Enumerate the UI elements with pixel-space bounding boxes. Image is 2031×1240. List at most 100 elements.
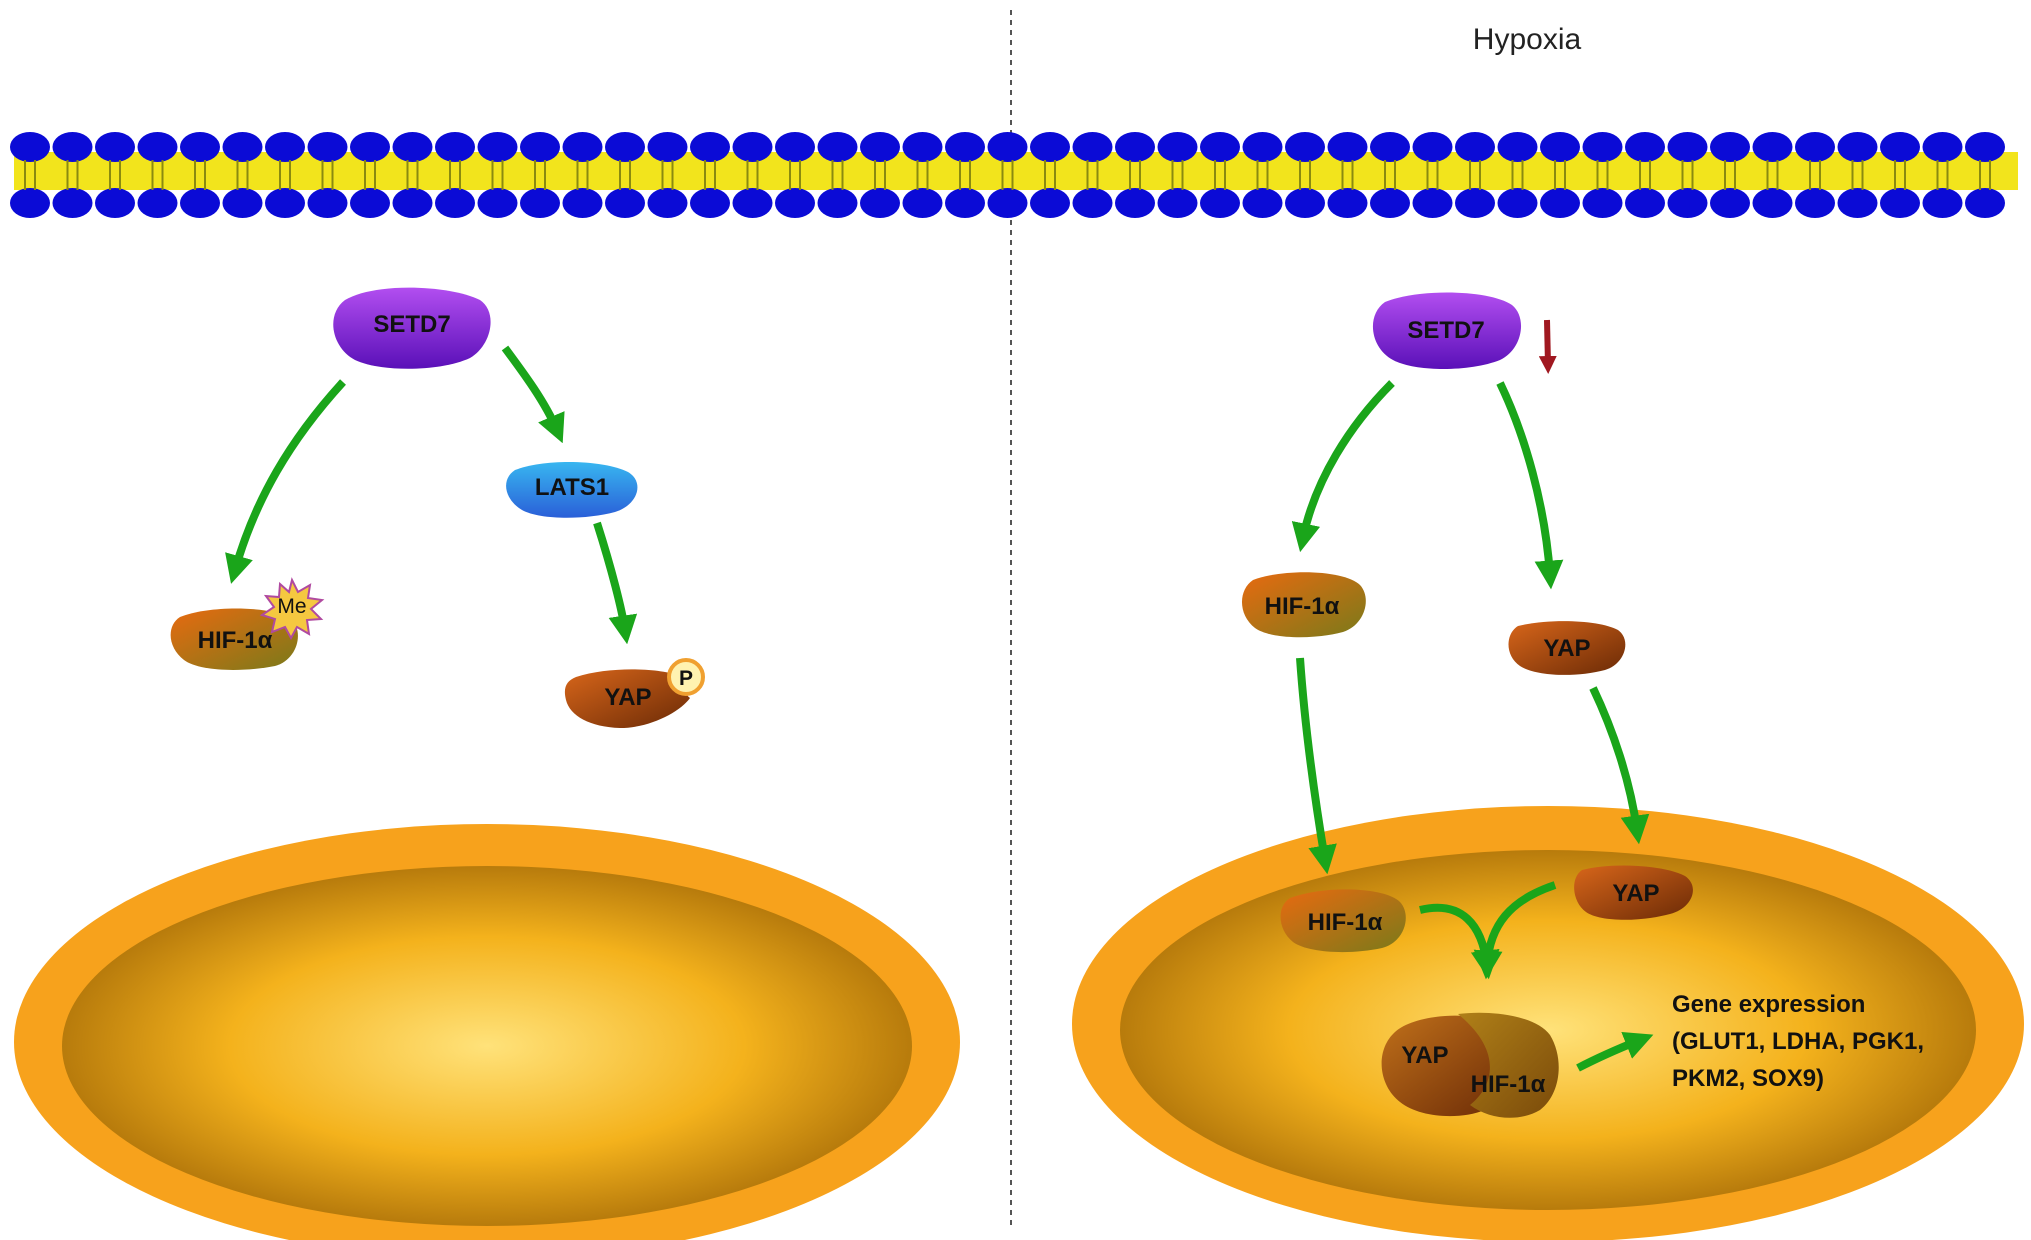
- membrane-lipid-head: [562, 132, 603, 162]
- arrow-lats1-to-yap: [593, 521, 638, 645]
- membrane-lipid-head: [1497, 132, 1538, 162]
- membrane-lipid-head: [1030, 188, 1070, 218]
- membrane-lipid-head: [265, 132, 305, 162]
- membrane-lipid-head: [1157, 132, 1198, 162]
- yap-protein: YAP: [564, 669, 690, 728]
- membrane-lipid-head: [392, 132, 433, 162]
- membrane-lipid-head: [392, 188, 433, 218]
- membrane-lipid-head: [690, 132, 730, 162]
- membrane-lipid-head: [732, 132, 773, 162]
- phosphate-circle-icon: [667, 658, 705, 696]
- membrane-lipid-head: [1922, 132, 1963, 162]
- membrane-lipid-head: [860, 188, 900, 218]
- nuclear-hif1a-label: HIF-1α: [1308, 909, 1383, 936]
- membrane-lipid-head: [1965, 132, 2005, 162]
- nuclear-yap-label: YAP: [1612, 880, 1659, 907]
- phosphorylation-mark: P: [667, 658, 705, 696]
- hypoxia-label: Hypoxia: [1473, 23, 1582, 56]
- hif1a-protein-right: HIF-1α: [1241, 572, 1366, 638]
- membrane-lipid-head: [1242, 132, 1283, 162]
- membrane-lipid-head: [1667, 188, 1708, 218]
- membrane-lipid-head: [817, 188, 858, 218]
- membrane-lipid-head: [307, 188, 348, 218]
- yap-hif1a-complex: YAP HIF-1α: [1381, 1012, 1559, 1118]
- membrane-lipid-head: [1880, 188, 1920, 218]
- membrane-lipid-head: [1625, 188, 1665, 218]
- membrane-lipid-head: [1795, 132, 1835, 162]
- setd7-label-right: SETD7: [1407, 317, 1484, 344]
- down-arrow-icon: [1538, 319, 1557, 374]
- complex-hif1a-part: [1458, 1012, 1559, 1118]
- membrane-lipid-head: [945, 188, 985, 218]
- arrow-yap-to-nucleus: [1589, 686, 1650, 845]
- membrane-lipid-head: [945, 132, 985, 162]
- membrane-lipid-head: [1795, 188, 1835, 218]
- membrane-lipid-head: [1412, 132, 1453, 162]
- me-label: Me: [277, 595, 306, 618]
- membrane-lipid-head: [1412, 188, 1453, 218]
- membrane-lipid-head: [1370, 188, 1410, 218]
- membrane-lipid-head: [477, 132, 518, 162]
- hif1a-protein: HIF-1α: [170, 608, 298, 670]
- membrane-lipid-head: [562, 188, 603, 218]
- membrane-lipid-head: [1540, 188, 1580, 218]
- membrane-lipid-head: [1582, 132, 1623, 162]
- membrane-lipid-head: [180, 188, 220, 218]
- membrane-lipid-head: [1030, 132, 1070, 162]
- membrane-lipid-head: [1837, 188, 1878, 218]
- membrane-lipid-head: [350, 188, 390, 218]
- membrane-lipid-head: [520, 188, 560, 218]
- membrane-lipid-head: [52, 132, 93, 162]
- membrane-lipid-head: [1200, 188, 1240, 218]
- hif1a-label: HIF-1α: [198, 627, 273, 654]
- nuclear-yap-protein: YAP: [1574, 865, 1693, 920]
- membrane-lipid-head: [690, 188, 730, 218]
- membrane-lipid-head: [1497, 188, 1538, 218]
- p-label: P: [679, 667, 693, 690]
- membrane-lipid-head: [1072, 132, 1113, 162]
- setd7-protein: SETD7: [333, 287, 491, 369]
- membrane-lipid-head: [10, 188, 50, 218]
- membrane-lipid-head: [350, 132, 390, 162]
- gene-expression-title: Gene expression: [1672, 991, 1865, 1018]
- membrane-lipid-head: [1370, 132, 1410, 162]
- setd7-protein-right: SETD7: [1372, 292, 1522, 369]
- membrane-lipid-head: [605, 132, 645, 162]
- arrow-yap-to-complex: [1473, 881, 1557, 980]
- yap-protein-right: YAP: [1508, 621, 1626, 675]
- setd7-label: SETD7: [373, 311, 450, 338]
- membrane-lipid-head: [307, 132, 348, 162]
- membrane-lipid-head: [1752, 188, 1793, 218]
- membrane-lipid-head: [1710, 132, 1750, 162]
- membrane-lipid-head: [1455, 132, 1495, 162]
- arrow-complex-to-gene-expression: [1576, 1031, 1654, 1072]
- arrow-hif1a-to-nucleus: [1296, 657, 1337, 875]
- membrane-lipid-head: [222, 188, 263, 218]
- cell-membrane: [10, 132, 2018, 218]
- complex-hif1a-label: HIF-1α: [1471, 1071, 1546, 1098]
- nuclear-hif1a-protein: HIF-1α: [1280, 889, 1406, 953]
- membrane-lipid-head: [477, 188, 518, 218]
- membrane-lipid-head: [1072, 188, 1113, 218]
- yap-label: YAP: [604, 684, 651, 711]
- membrane-lipid-head: [902, 132, 943, 162]
- membrane-lipid-head: [1327, 188, 1368, 218]
- membrane-lipid-head: [1285, 188, 1325, 218]
- membrane-lipid-head: [1327, 132, 1368, 162]
- membrane-lipid-head: [1455, 188, 1495, 218]
- lats1-label: LATS1: [535, 474, 609, 501]
- membrane-lipid-head: [1157, 188, 1198, 218]
- methylation-mark: Me: [259, 577, 325, 641]
- arrow-setd7-to-hif1a-right: [1291, 380, 1395, 553]
- hif1a-label-right: HIF-1α: [1265, 593, 1340, 620]
- membrane-lipid-head: [435, 132, 475, 162]
- membrane-lipid-head: [860, 132, 900, 162]
- membrane-lipid-head: [1242, 188, 1283, 218]
- membrane-lipid-head: [1625, 132, 1665, 162]
- membrane-lipid-head: [1922, 188, 1963, 218]
- membrane-lipid-head: [1667, 132, 1708, 162]
- membrane-lipid-head: [435, 188, 475, 218]
- membrane-lipid-head: [775, 188, 815, 218]
- membrane-lipid-head: [605, 188, 645, 218]
